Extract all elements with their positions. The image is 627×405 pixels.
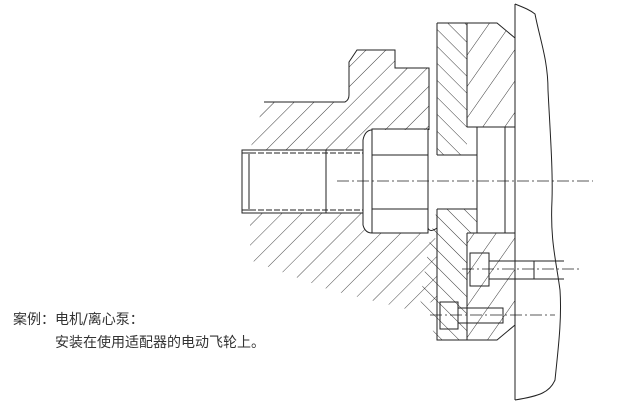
shaft-hub bbox=[250, 49, 438, 310]
bolt-lower bbox=[430, 301, 555, 330]
bolt-upper bbox=[462, 252, 582, 287]
case-label: 案例： bbox=[13, 312, 55, 328]
bore-tube bbox=[241, 149, 364, 214]
elastomer-bushing bbox=[371, 128, 429, 234]
case-title: 电机/离心泵： bbox=[55, 312, 144, 328]
case-line: 案例：电机/离心泵： bbox=[13, 309, 144, 329]
case-description: 安装在使用适配器的电动飞轮上。 bbox=[55, 335, 265, 351]
flywheel-wall bbox=[514, 3, 562, 401]
